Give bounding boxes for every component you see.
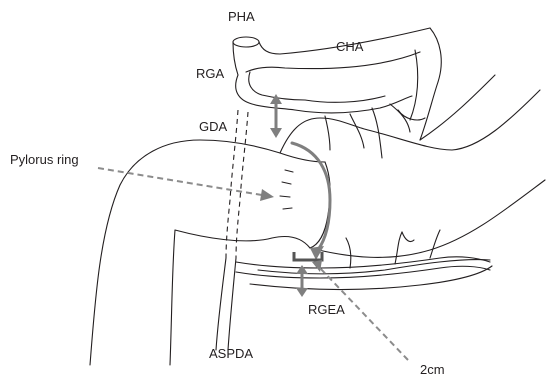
- aspda-vessel: [216, 258, 236, 350]
- label-rgea: RGEA: [308, 303, 345, 316]
- label-rga: RGA: [196, 67, 224, 80]
- label-cha: CHA: [336, 40, 363, 53]
- gastroduodenal-artery: [226, 110, 248, 258]
- label-pha: PHA: [228, 10, 255, 23]
- label-distance: 2cm: [420, 363, 445, 376]
- stomach-outline: [90, 75, 545, 365]
- pylorus-marks: [280, 170, 293, 209]
- upper-double-arrow: [270, 94, 282, 138]
- lower-double-arrow: [296, 265, 308, 297]
- label-aspda: ASPDA: [209, 347, 253, 360]
- label-gda: GDA: [199, 120, 227, 133]
- label-pylorus-ring: Pylorus ring: [10, 153, 79, 166]
- pylorus-ring-pointer: [98, 168, 274, 201]
